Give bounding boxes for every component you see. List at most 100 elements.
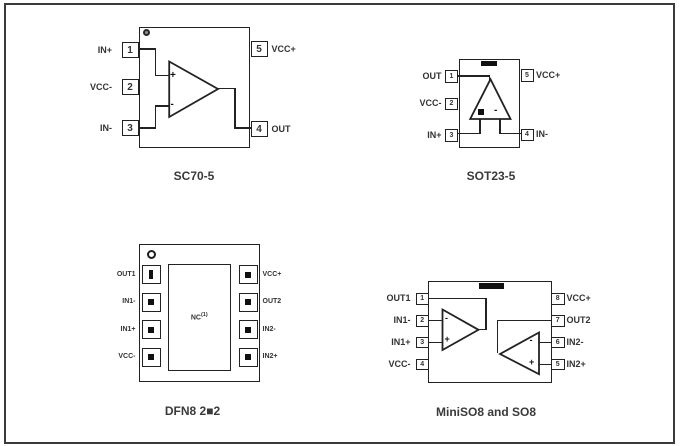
sc70-pin-label-in-plus: IN+ <box>97 44 112 55</box>
miniso8-wire-out2 <box>496 319 551 322</box>
nc-note-superscript: (1) <box>200 312 208 319</box>
sc70-wire-in-plus <box>154 48 157 77</box>
sot23-pin-box-1: 1 <box>445 70 458 83</box>
miniso8-pin-box-2: 2 <box>415 315 429 327</box>
dfn8-pad-out1 <box>141 265 161 284</box>
sc70-wire-in-plus <box>138 48 156 50</box>
pin-number: 5 <box>256 43 262 55</box>
miniso8-wire-out2 <box>496 319 499 354</box>
sc70-pin1-dot-icon <box>142 29 150 36</box>
dfn8-pin-label-vcc-plus: VCC+ <box>262 270 282 278</box>
miniso8-opamp2-minus-sign: - <box>529 335 533 345</box>
sot23-pin-label-in-minus: IN- <box>536 129 548 140</box>
sot23-opamp-triangle-icon <box>468 76 512 120</box>
sc70-wire-out <box>234 127 251 129</box>
sc70-wire-in-minus <box>138 127 156 129</box>
sc70-caption: SC70-5 <box>173 169 215 183</box>
sot23-pin-box-2: 2 <box>445 97 458 110</box>
nc-text: NC <box>190 314 201 322</box>
miniso8-wire-out1 <box>428 297 487 300</box>
dfn8-pad-vcc-plus <box>238 265 258 284</box>
pad-mark-icon <box>245 326 251 333</box>
sc70-pin-box-3: 3 <box>121 120 139 136</box>
miniso8-pin-label-in2-plus: IN2+ <box>566 359 586 369</box>
pad-mark-icon <box>245 354 251 360</box>
pin-number: 3 <box>420 339 425 347</box>
dfn8-pin-label-in2-plus: IN2+ <box>262 353 278 360</box>
dfn8-nc-area: NC(1) <box>167 263 231 371</box>
pin-number: 5 <box>555 361 560 369</box>
pin-number: 2 <box>420 317 425 325</box>
sc70-wire-in-plus <box>154 74 170 77</box>
sc70-pin-label-vcc-plus: VCC+ <box>271 43 296 54</box>
pad-mark-icon <box>148 354 154 360</box>
pin-number: 4 <box>525 131 529 139</box>
pin-number: 3 <box>449 131 454 139</box>
pin-number: 6 <box>555 339 560 347</box>
pad-mark-icon <box>245 299 251 305</box>
dfn8-pin-label-in1-plus: IN1+ <box>120 325 136 333</box>
sot23-wire-in-plus <box>479 117 481 134</box>
sc70-minus-sign: - <box>170 99 174 110</box>
sot23-plus-square-marker <box>477 108 484 115</box>
sot23-wire-in-minus <box>499 132 522 135</box>
dfn8-caption: DFN8 2■2 <box>164 404 221 418</box>
sot23-caption: SOT23-5 <box>466 169 516 183</box>
figure-border <box>4 3 675 444</box>
miniso8-wire-out1 <box>485 297 487 331</box>
sc70-wire-in-minus <box>154 105 170 107</box>
pin-number: 8 <box>555 295 560 303</box>
sot23-pin-box-3: 3 <box>445 129 458 142</box>
sc70-pin-box-2: 2 <box>121 79 139 95</box>
miniso8-opamp2-plus-sign: + <box>529 356 535 367</box>
dfn8-nc-label: NC(1) <box>191 312 208 321</box>
miniso8-pin-label-in1-minus: IN1- <box>393 315 411 326</box>
miniso8-pin-box-1: 1 <box>415 293 429 305</box>
sc70-wire-in-minus <box>154 105 157 129</box>
sot23-pin-box-5: 5 <box>520 69 534 82</box>
miniso8-opamp1-plus-sign: + <box>444 334 450 344</box>
miniso8-wire-in1-minus <box>428 319 443 322</box>
sc70-pin-box-1: 1 <box>121 42 139 58</box>
miniso8-pin-label-out2: OUT2 <box>566 315 591 326</box>
miniso8-pin-box-8: 8 <box>551 293 565 305</box>
sot23-pin-label-in-plus: IN+ <box>427 129 442 140</box>
miniso8-wire-out1 <box>477 328 487 331</box>
miniso8-pin-box-7: 7 <box>551 315 565 327</box>
dfn8-pin-label-out2: OUT2 <box>262 298 282 305</box>
miniso8-opamp1-triangle-icon <box>441 307 481 352</box>
miniso8-pin-label-vcc-minus: VCC- <box>388 359 411 369</box>
pad-mark-icon <box>245 271 251 278</box>
pin-number: 1 <box>127 44 133 56</box>
miniso8-pin-label-out1: OUT1 <box>386 293 411 304</box>
miniso8-tab-marker-icon <box>479 282 504 289</box>
sot23-pin-label-out: OUT <box>422 70 442 81</box>
miniso8-pin-box-3: 3 <box>415 336 429 349</box>
sot23-wire-out <box>458 75 490 77</box>
pin-number: 3 <box>127 122 133 134</box>
miniso8-opamp1-minus-sign: - <box>445 313 448 323</box>
dfn8-pin-label-out1: OUT1 <box>116 270 136 278</box>
sot23-minus-sign: - <box>494 104 498 116</box>
dfn8-pin-label-in1-minus: IN1- <box>122 298 136 305</box>
pin-number: 1 <box>420 295 425 303</box>
dfn8-pin1-dot-icon <box>146 250 156 259</box>
miniso8-pin-box-4: 4 <box>415 358 429 371</box>
miniso8-pin-box-5: 5 <box>551 358 565 371</box>
miniso8-opamp2-triangle-icon <box>497 330 540 376</box>
miniso8-pin-label-vcc-plus: VCC+ <box>566 293 591 304</box>
sot23-pin-label-vcc-minus: VCC- <box>419 98 442 109</box>
pin-number: 2 <box>127 81 133 93</box>
sc70-opamp-triangle-icon <box>167 59 220 119</box>
pin-number: 1 <box>449 72 454 80</box>
sot23-pin-box-4: 4 <box>520 128 534 141</box>
pin-number: 7 <box>555 317 560 325</box>
pin-number: 2 <box>449 100 454 108</box>
miniso8-pin-label-in1-plus: IN1+ <box>391 337 411 347</box>
dfn8-pad-in1-plus <box>141 320 161 339</box>
sc70-plus-sign: + <box>170 70 176 81</box>
sc70-pin-label-vcc-minus: VCC- <box>90 81 112 92</box>
miniso8-caption: MiniSO8 and SO8 <box>435 404 537 419</box>
dfn8-pad-out2 <box>238 292 258 312</box>
